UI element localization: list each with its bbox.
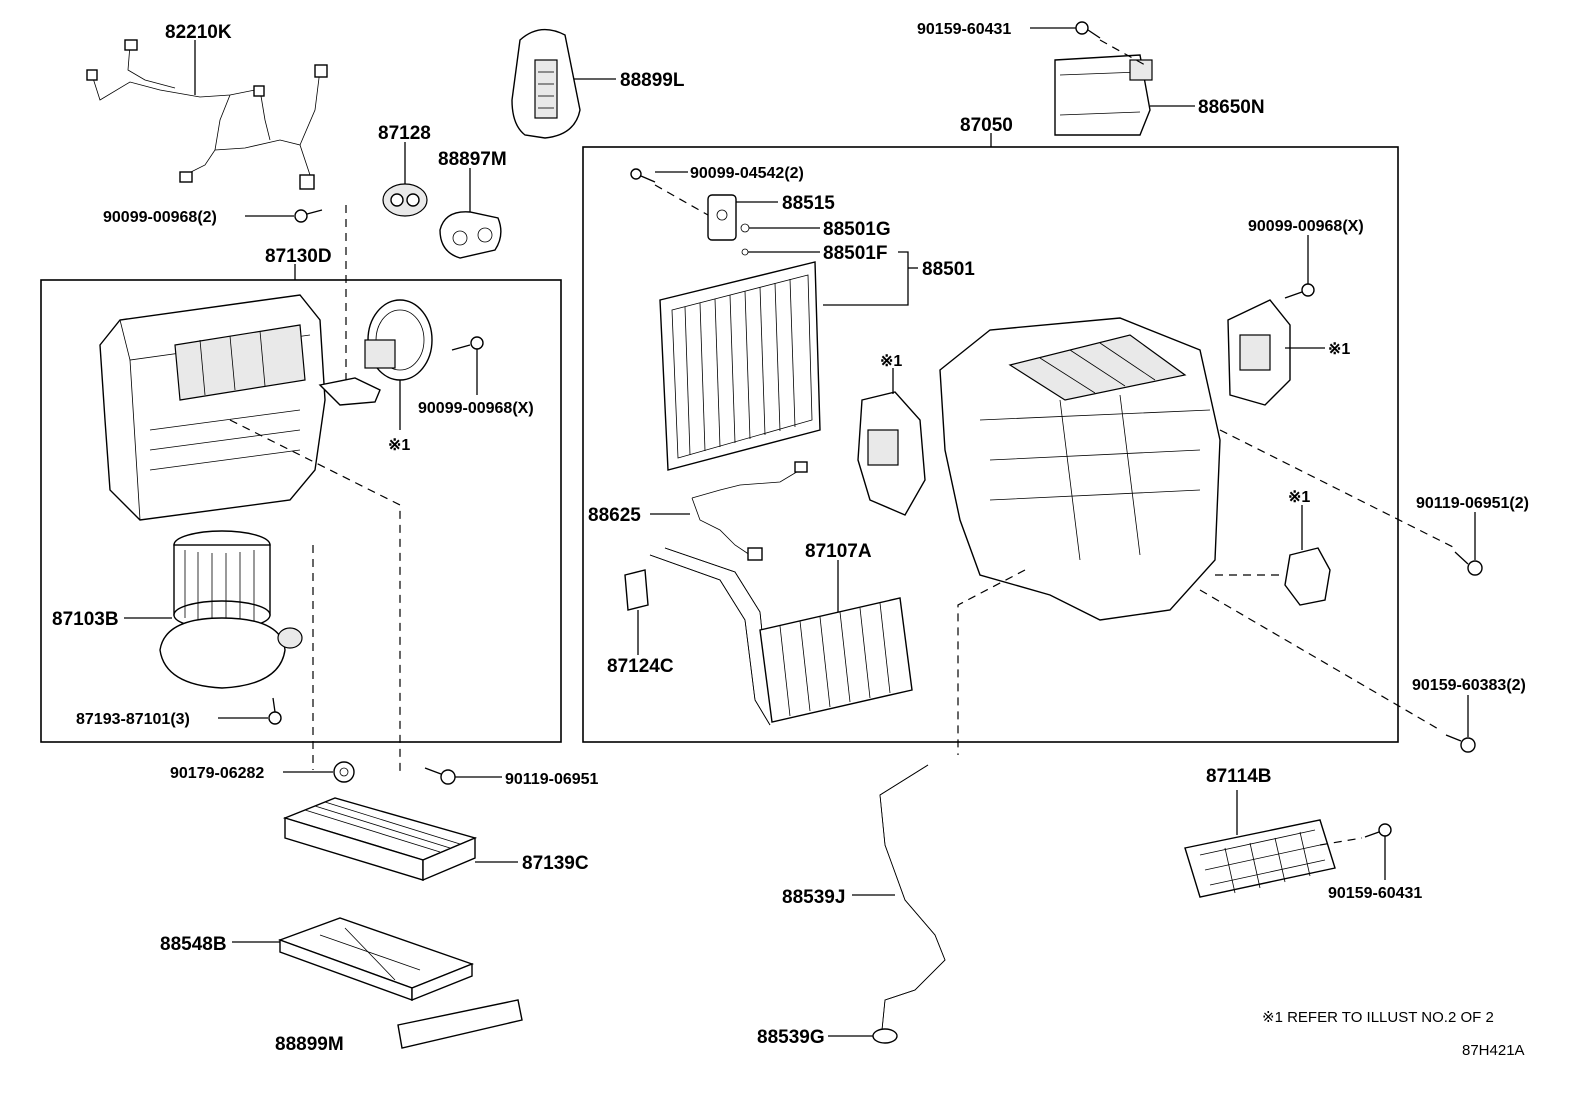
duct-87114B-drawing <box>1184 819 1336 898</box>
bolt-right-x-drawing <box>1284 283 1315 299</box>
blower-assembly-box <box>40 279 562 743</box>
label-88501G: 88501G <box>823 219 891 240</box>
wire-harness-drawing <box>86 39 328 190</box>
label-82210K: 82210K <box>165 22 232 43</box>
bolt-left-x-drawing <box>451 336 484 351</box>
label-90159-60383-2: 90159-60383(2) <box>1412 677 1526 694</box>
control-unit-drawing <box>1054 54 1153 136</box>
plate-88897M-drawing <box>439 211 502 259</box>
label-90099-04542-2: 90099-04542(2) <box>690 165 804 182</box>
screw-87193-drawing <box>268 697 282 725</box>
servo-motor-left-drawing <box>364 299 433 381</box>
servo-motor-mid-drawing <box>857 391 926 516</box>
grommet-87128-drawing <box>382 183 428 217</box>
screw-90159-60383-drawing <box>1445 734 1476 753</box>
blower-case-drawing <box>99 294 381 521</box>
label-88501: 88501 <box>922 259 975 280</box>
cover-88899L-drawing <box>511 28 581 139</box>
drain-hose-drawing <box>879 764 946 1031</box>
label-88650N: 88650N <box>1198 97 1265 118</box>
screw-90119-right-drawing <box>1454 551 1483 576</box>
label-90159-60431-bottom: 90159-60431 <box>1328 885 1422 902</box>
temperature-sensor-drawing <box>691 461 808 561</box>
label-ref1-left: ※1 <box>388 437 410 454</box>
label-87139C: 87139C <box>522 853 589 874</box>
label-87130D: 87130D <box>265 246 332 267</box>
label-88899M: 88899M <box>275 1034 344 1055</box>
label-87103B: 87103B <box>52 609 119 630</box>
bolt-90099-04542-drawing <box>630 168 656 183</box>
o-rings-drawing <box>740 223 750 256</box>
bolt-90119-bottom-drawing <box>424 767 456 785</box>
label-ref1-right: ※1 <box>1288 489 1310 506</box>
illustration-code: 87H421A <box>1462 1042 1525 1059</box>
clip-90179-drawing <box>333 761 355 783</box>
heater-unit-case-drawing <box>939 317 1221 621</box>
label-90099-00968-x-left: 90099-00968(X) <box>418 400 534 417</box>
label-90099-00968-2: 90099-00968(2) <box>103 209 217 226</box>
label-87107A: 87107A <box>805 541 872 562</box>
label-88539J: 88539J <box>782 887 845 908</box>
label-88539G: 88539G <box>757 1027 825 1048</box>
label-88501F: 88501F <box>823 243 887 264</box>
blower-motor-drawing <box>159 530 303 689</box>
grommet-88539G-drawing <box>872 1028 898 1044</box>
servo-motor-right-drawing <box>1284 547 1331 606</box>
servo-motor-right-top-drawing <box>1227 299 1291 406</box>
reference-note: ※1 REFER TO ILLUST NO.2 OF 2 <box>1262 1009 1494 1026</box>
screw-90159-top-drawing <box>1075 21 1101 39</box>
bolt-90099-00968-drawing <box>294 209 323 223</box>
heater-core-drawing <box>649 547 913 726</box>
evaporator-drawing <box>659 261 821 471</box>
label-87128: 87128 <box>378 123 431 144</box>
label-87193-87101-3: 87193-87101(3) <box>76 711 190 728</box>
label-88625: 88625 <box>588 505 641 526</box>
clamp-drawing <box>624 569 649 611</box>
label-ref1-right-top: ※1 <box>1328 341 1350 358</box>
label-90119-06951-2: 90119-06951(2) <box>1416 495 1529 512</box>
label-88899L: 88899L <box>620 70 685 91</box>
screw-90159-bottom-drawing <box>1364 823 1392 838</box>
label-90179-06282: 90179-06282 <box>170 765 264 782</box>
plate-88899M-drawing <box>397 999 523 1049</box>
label-90119-06951-bottom: 90119-06951 <box>505 771 599 788</box>
label-88897M: 88897M <box>438 149 507 170</box>
label-87114B: 87114B <box>1206 766 1272 787</box>
label-88515: 88515 <box>782 193 835 214</box>
filter-case-drawing <box>277 917 474 1002</box>
label-87050: 87050 <box>960 115 1013 136</box>
label-87124C: 87124C <box>607 656 674 677</box>
label-90099-00968-x-right: 90099-00968(X) <box>1248 218 1364 235</box>
air-filter-drawing <box>282 797 478 882</box>
label-ref1-mid: ※1 <box>880 353 902 370</box>
label-88548B: 88548B <box>160 934 227 955</box>
expansion-valve-drawing <box>707 194 737 241</box>
label-90159-60431-top: 90159-60431 <box>917 21 1011 38</box>
